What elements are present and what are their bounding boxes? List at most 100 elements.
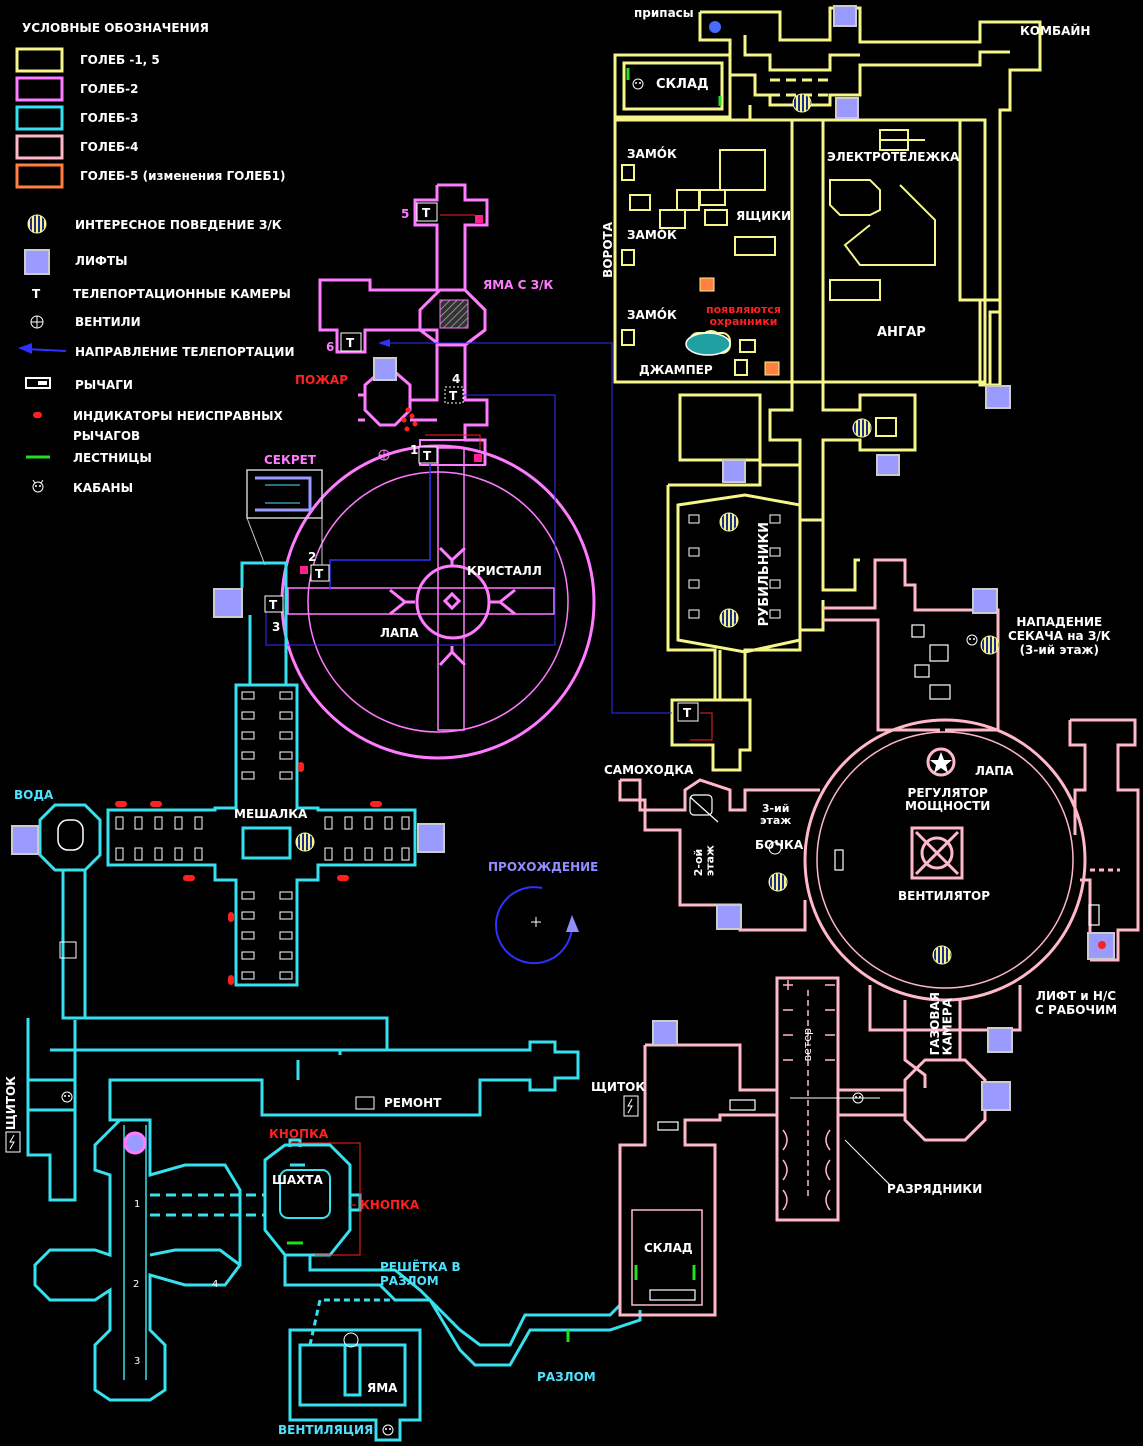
label-prohozhdenie: ПРОХОЖДЕНИЕ <box>488 860 599 874</box>
water-tank <box>57 819 84 851</box>
lever-icon <box>769 579 781 589</box>
elevator-icon <box>24 249 50 275</box>
elevator-icon <box>1087 932 1115 960</box>
label-shahta: ШАХТА <box>272 1173 323 1187</box>
label-ventilyator: ВЕНТИЛЯТОР <box>898 889 991 903</box>
label-num-2: 2 <box>308 550 317 564</box>
label-meshalka: МЕШАЛКА <box>234 807 308 821</box>
label-num-4: 4 <box>452 372 461 386</box>
label-pripasy: припасы <box>634 6 694 20</box>
striped-circle-icon <box>719 608 739 628</box>
elevator-icon <box>876 454 900 476</box>
legend-t-icon: T <box>32 287 41 301</box>
legend-label-golem1: ГОЛЕБ -1, 5 <box>80 53 160 67</box>
elevator-icon <box>11 825 39 855</box>
pit-icon <box>439 299 469 329</box>
teleport-2: T <box>315 567 324 581</box>
legend-broken-1: ИНДИКАТОРЫ НЕИСПРАВНЫХ <box>73 409 283 423</box>
valve-icon <box>30 315 44 329</box>
label-sub-3: 3 <box>134 1356 141 1367</box>
elevator-round-icon <box>123 1131 147 1155</box>
broken-lever-indicators <box>115 762 382 985</box>
barrel-icon <box>768 841 782 855</box>
teleport-5: T <box>422 206 431 220</box>
boar-icon <box>61 1091 73 1103</box>
elevator-icon <box>833 5 857 27</box>
boar-icon <box>632 78 644 90</box>
label-sekret: СЕКРЕТ <box>264 453 316 467</box>
lever-icon <box>688 547 700 557</box>
crystal-claws <box>389 546 516 667</box>
legend-swatch-golem5 <box>15 163 64 189</box>
lever-icon <box>769 547 781 557</box>
label-zamok-2: ЗАМО́К <box>627 228 677 242</box>
elevator-icon <box>716 904 742 930</box>
label-kristall: КРИСТАЛЛ <box>467 564 542 578</box>
legend-title: УСЛОВНЫЕ ОБОЗНАЧЕНИЯ <box>22 21 209 35</box>
zone-golem3 <box>26 561 642 1442</box>
legend-label-golem5: ГОЛЕБ-5 (изменения ГОЛЕБ1) <box>80 169 286 183</box>
label-voda: ВОДА <box>14 788 54 802</box>
label-veter: ветер <box>801 1028 814 1062</box>
label-zamok-3: ЗАМО́К <box>627 308 677 322</box>
label-lapa-1: ЛАПА <box>380 626 419 640</box>
cyan-levers <box>115 691 410 980</box>
label-sub-4: 4 <box>212 1279 219 1290</box>
passage-direction-icon <box>495 886 579 965</box>
label-num-3: 3 <box>272 620 281 634</box>
legend-broken-2: РЫЧАГОВ <box>73 429 141 443</box>
label-vorota: ВОРОТА <box>601 222 615 278</box>
legend-levers: РЫЧАГИ <box>75 378 133 392</box>
label-knopka-2: КНОПКА <box>360 1198 420 1212</box>
elevator-icon <box>213 588 243 618</box>
label-sub-1: 1 <box>134 1199 141 1210</box>
label-razryadniki: РАЗРЯДНИКИ <box>887 1182 983 1196</box>
legend-label-golem2: ГОЛЕБ-2 <box>80 82 139 96</box>
boar-icon <box>966 634 978 646</box>
elevator-icon <box>722 459 746 483</box>
button-wires <box>290 1142 361 1256</box>
red-dot-icon <box>33 412 42 418</box>
zone-golem2 <box>280 183 596 760</box>
label-remont: РЕМОНТ <box>384 1096 442 1110</box>
label-etazh-2: 2-ой этаж <box>692 845 717 877</box>
secret-panel <box>246 469 323 566</box>
label-knopka-1: КНОПКА <box>269 1127 329 1141</box>
fire-indicators <box>401 407 418 432</box>
water-box <box>59 941 77 959</box>
legend-interesting: ИНТЕРЕСНОЕ ПОВЕДЕНИЕ З/К <box>75 218 282 232</box>
label-shchitok-left: ЩИТОК <box>4 1076 18 1131</box>
striped-circle-icon <box>27 214 47 234</box>
tank-detail <box>649 624 1120 1301</box>
teleport-lines <box>265 214 713 741</box>
lever-icon <box>25 377 51 389</box>
lever-icon <box>769 609 781 619</box>
label-yama-zk: ЯМА С З/К <box>483 278 554 292</box>
elevator-icon <box>981 1081 1011 1111</box>
legend-label-golem3: ГОЛЕБ-3 <box>80 111 139 125</box>
label-lift-ns: ЛИФТ и Н/С С РАБОЧИМ <box>1035 989 1118 1017</box>
label-reshetka: РЕШЁТКА В РАЗЛОМ <box>380 1260 461 1289</box>
legend-swatch-golem2 <box>15 76 64 102</box>
discharge-spikes <box>782 980 835 1211</box>
teleport-4: T <box>449 389 458 403</box>
elevator-icon <box>373 357 397 381</box>
striped-circle-icon <box>932 945 952 965</box>
shield-panel-icon <box>623 1095 639 1117</box>
label-sub-2: 2 <box>133 1279 140 1290</box>
legend <box>15 47 67 493</box>
elevator-icon <box>987 1027 1013 1053</box>
lever-icon <box>688 579 700 589</box>
red-dot-icon <box>1098 941 1106 949</box>
valve-icon <box>378 449 390 461</box>
legend-valves: ВЕНТИЛИ <box>75 315 141 329</box>
label-napadenie: НАПАДЕНИЕ СЕКАЧА на З/К (3-ий этаж) <box>1008 615 1111 657</box>
elevator-icon <box>417 823 445 853</box>
striped-circle-icon <box>295 832 315 852</box>
boar-icon <box>32 479 44 493</box>
label-yama: ЯМА <box>367 1381 398 1395</box>
repair-box <box>355 1096 375 1110</box>
label-regulyator: РЕГУЛЯТОР МОЩНОСТИ <box>905 786 991 814</box>
teleport-3: T <box>269 598 278 612</box>
elevator-icon <box>835 97 859 119</box>
